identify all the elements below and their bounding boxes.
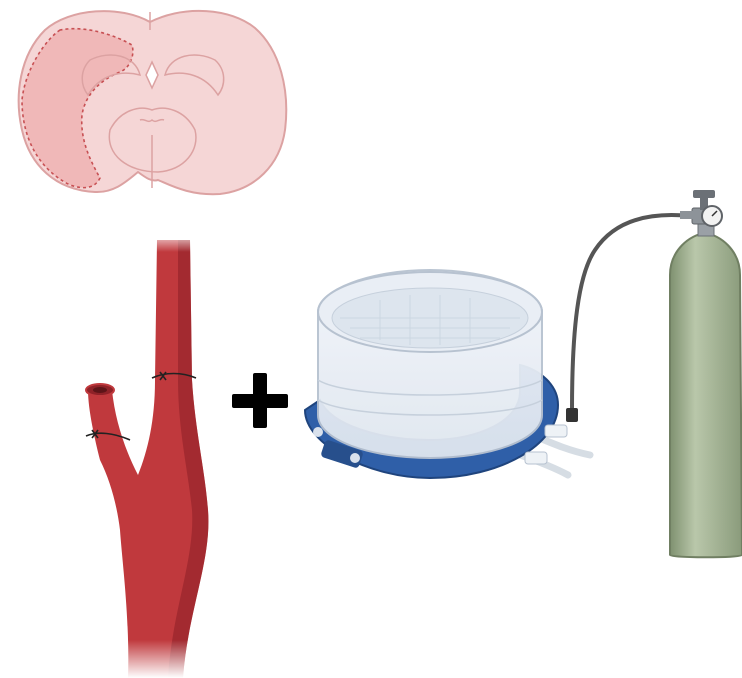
carotid-artery-ligation-icon xyxy=(86,230,220,678)
hypoxia-chamber-icon xyxy=(305,270,590,478)
cylinder-body xyxy=(670,233,742,557)
brain-coronal-section-icon xyxy=(19,11,287,194)
plus-icon xyxy=(232,373,288,428)
gas-cylinder-icon xyxy=(566,190,742,557)
